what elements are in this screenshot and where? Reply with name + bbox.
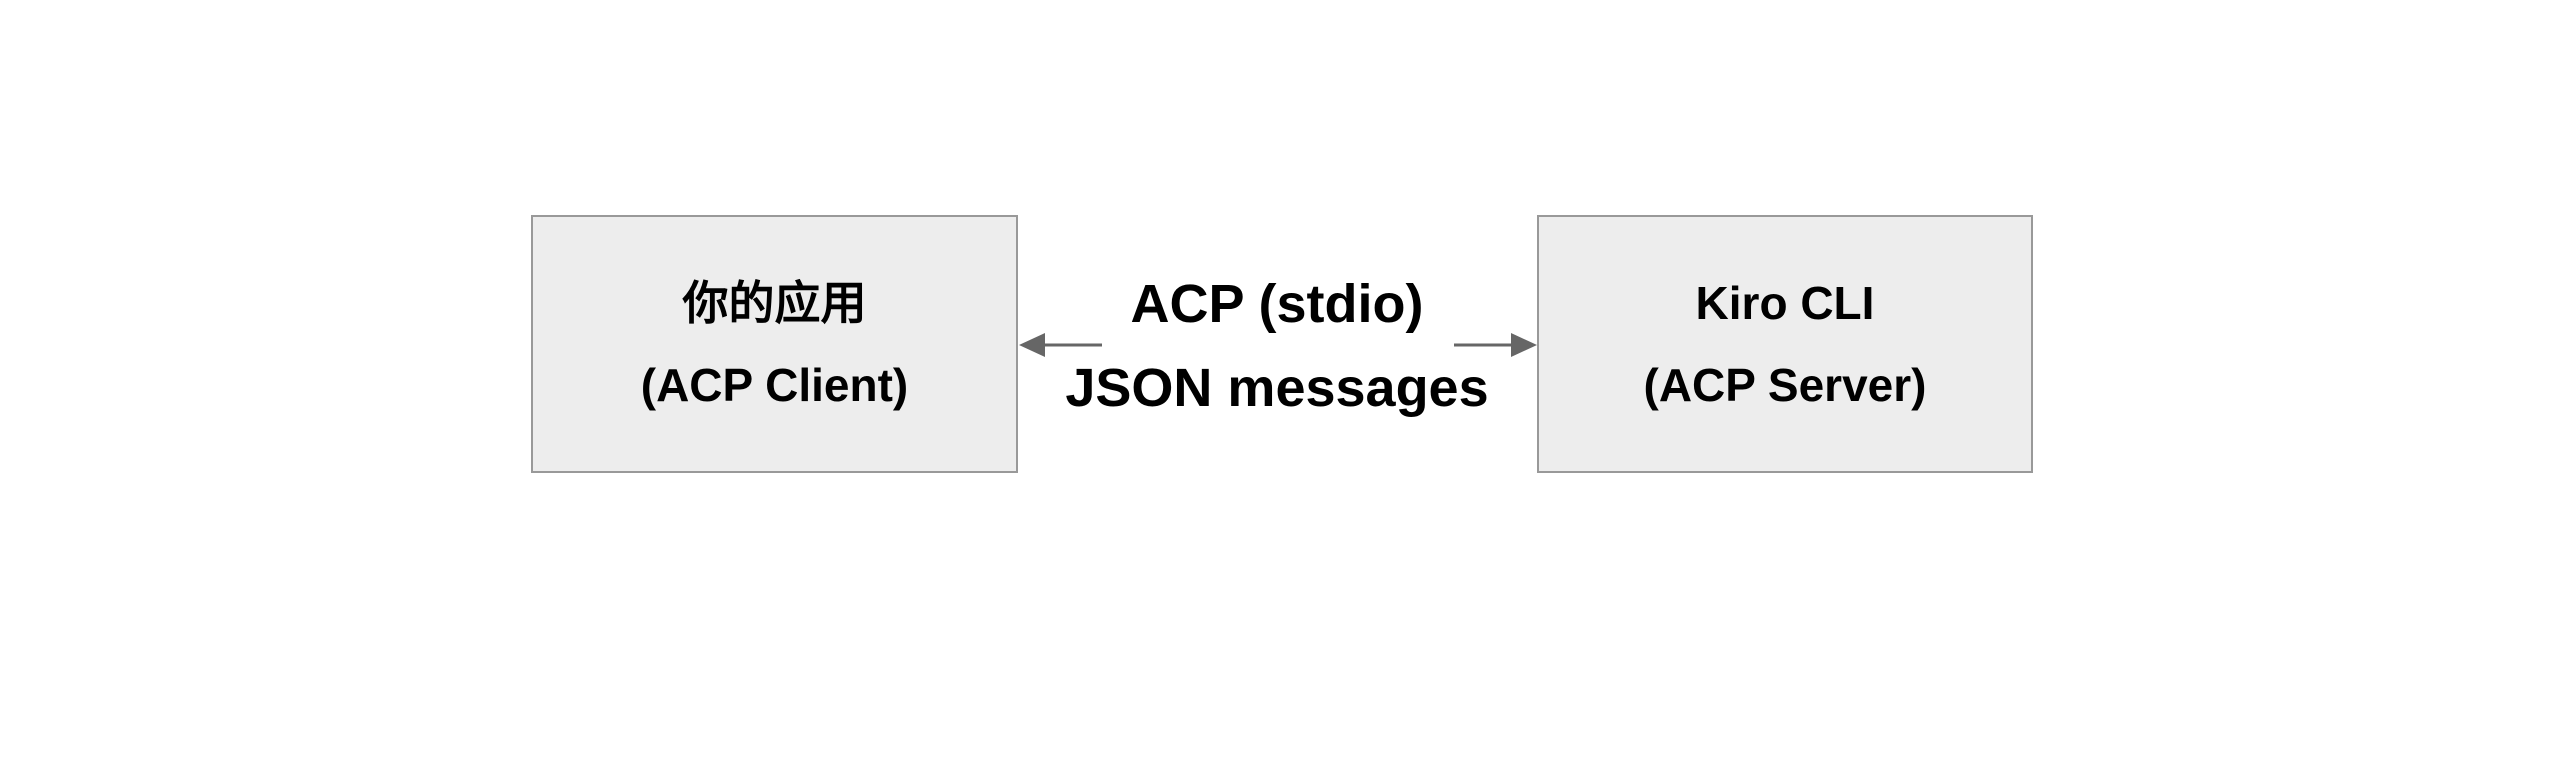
node-acp-client: 你的应用 (ACP Client) [531, 215, 1018, 473]
right-arrow-icon [1454, 333, 1537, 357]
left-arrow-icon [1019, 333, 1102, 357]
connection-format-label: JSON messages [1065, 358, 1489, 418]
connection-protocol-label: ACP (stdio) [1130, 274, 1424, 334]
acp-server-name-label: Kiro CLI [1695, 277, 1875, 329]
acp-client-role-label: (ACP Client) [640, 359, 909, 411]
node-acp-server: Kiro CLI (ACP Server) [1537, 215, 2033, 473]
acp-client-name-label: 你的应用 [682, 277, 867, 329]
connection-label: ACP (stdio) JSON messages [1027, 262, 1527, 430]
acp-server-role-label: (ACP Server) [1643, 359, 1927, 411]
